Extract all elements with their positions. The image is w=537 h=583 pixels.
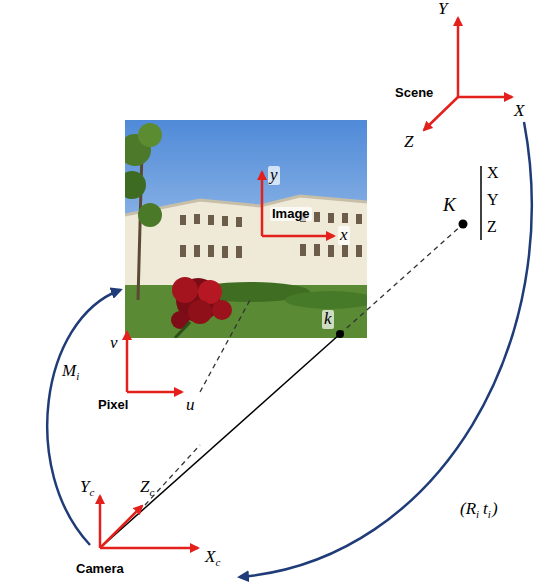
frame-name: Scene: [395, 86, 433, 100]
axis-label: y: [268, 166, 280, 185]
axis-label: X: [205, 548, 215, 567]
axis-label: Y: [80, 478, 89, 497]
subscript: i: [488, 508, 491, 520]
camera-frame: [100, 496, 198, 548]
scene-frame: [424, 18, 512, 130]
intrinsic-arc: [47, 290, 120, 545]
point-label: k: [322, 310, 334, 329]
optical-axis-dashed: [145, 445, 200, 505]
subscript: i: [476, 508, 479, 520]
axis-label: Y: [438, 0, 447, 19]
frame-name: Pixel: [98, 398, 128, 412]
subscript: i: [76, 370, 79, 382]
subscript: c: [149, 486, 154, 498]
pixel-frame: [127, 332, 182, 392]
image-point: [336, 330, 344, 338]
extrinsic-arc: [240, 122, 532, 577]
subscript: c: [215, 556, 220, 568]
frame-name: Image: [270, 207, 312, 221]
transform-label: t: [483, 500, 488, 519]
projection-ray-dashed: [340, 224, 463, 334]
axis-label: v: [110, 334, 118, 353]
coordinate-label: X: [487, 164, 499, 182]
frame-name: Camera: [76, 562, 124, 576]
transform-label: ): [492, 500, 498, 519]
axis-label: X: [514, 102, 524, 121]
coordinate-label: Y: [487, 191, 499, 209]
transform-label: (R: [460, 500, 476, 519]
scene-photo: [125, 120, 367, 338]
axis-label: Z: [140, 478, 149, 497]
transform-label: M: [62, 362, 76, 381]
coordinate-label: Z: [487, 218, 497, 236]
subscript: c: [89, 486, 94, 498]
projection-ray: [100, 334, 340, 548]
coordinate-bar: [480, 166, 482, 240]
axis-label: u: [186, 396, 195, 415]
point-label: K: [443, 195, 456, 216]
scene-point: [459, 220, 468, 229]
axis-label: Z: [404, 133, 413, 152]
axis-label: x: [338, 226, 350, 245]
optical-axis-dashed: [200, 300, 250, 392]
